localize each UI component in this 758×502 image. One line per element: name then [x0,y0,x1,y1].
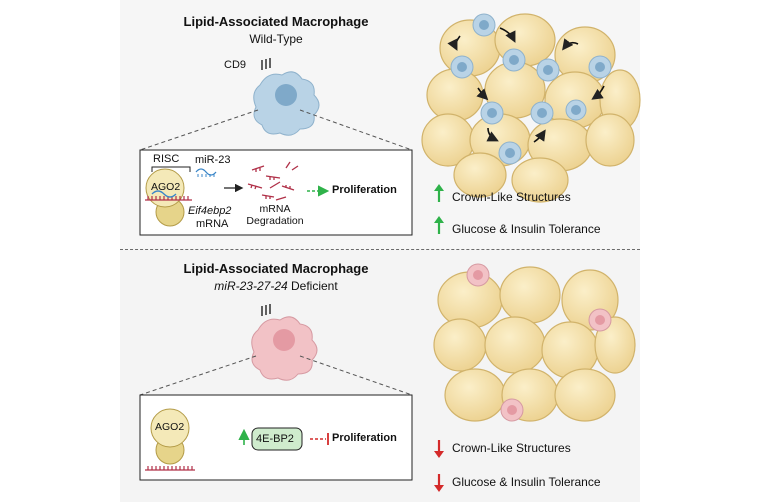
wt-proliferation-label: Proliferation [332,184,397,196]
cd9-label: CD9 [224,59,247,71]
ko-adipose-tissue [433,266,636,422]
wt-adipose-tissue [421,13,641,203]
migration-arrows [447,27,605,143]
eif4ebp2-mrna-strand [145,196,192,201]
risc-label: RISC [153,153,180,165]
ko-subtitle-italic: miR-23-27-24 [214,279,288,293]
ko-effect-crown: Crown-Like Structures [452,441,571,455]
ko-subtitle-rest: Deficient [287,279,338,293]
wt-effect-crown: Crown-Like Structures [452,190,571,204]
degradation-label-2: Degradation [246,215,304,227]
ko-macrophage [251,304,318,381]
ago2-label-ko: AGO2 [155,421,185,433]
wt-effect-tolerance: Glucose & Insulin Tolerance [452,222,601,236]
4ebp2-label: 4E-BP2 [256,433,294,445]
effect-arrows [434,184,444,492]
4ebp2-box [251,427,303,451]
wt-mechanism-box [139,149,413,236]
ko-subtitle: miR-23-27-24 Deficient [214,279,337,293]
ko-title: Lipid-Associated Macrophage [183,261,369,276]
intact-mrna-strand [145,466,195,471]
ago2-label: AGO2 [151,181,181,193]
eif4ebp2-label: Eif4ebp2 [188,205,232,217]
wt-title: Lipid-Associated Macrophage [183,14,369,29]
mir23-label: miR-23 [195,154,231,166]
mir23-strand [195,168,217,177]
wt-subtitle: Wild-Type [249,32,303,46]
panel-divider [120,249,640,250]
ago2-protein-ko [150,408,190,448]
degraded-mrna-fragments [247,161,299,201]
wt-macrophage [253,58,320,136]
ko-proliferation-label: Proliferation [332,432,397,444]
mrna-label: mRNA [196,218,229,230]
ko-effect-tolerance: Glucose & Insulin Tolerance [452,475,601,489]
cd9-receptor [261,58,271,70]
degradation-label-1: mRNA [259,203,291,215]
